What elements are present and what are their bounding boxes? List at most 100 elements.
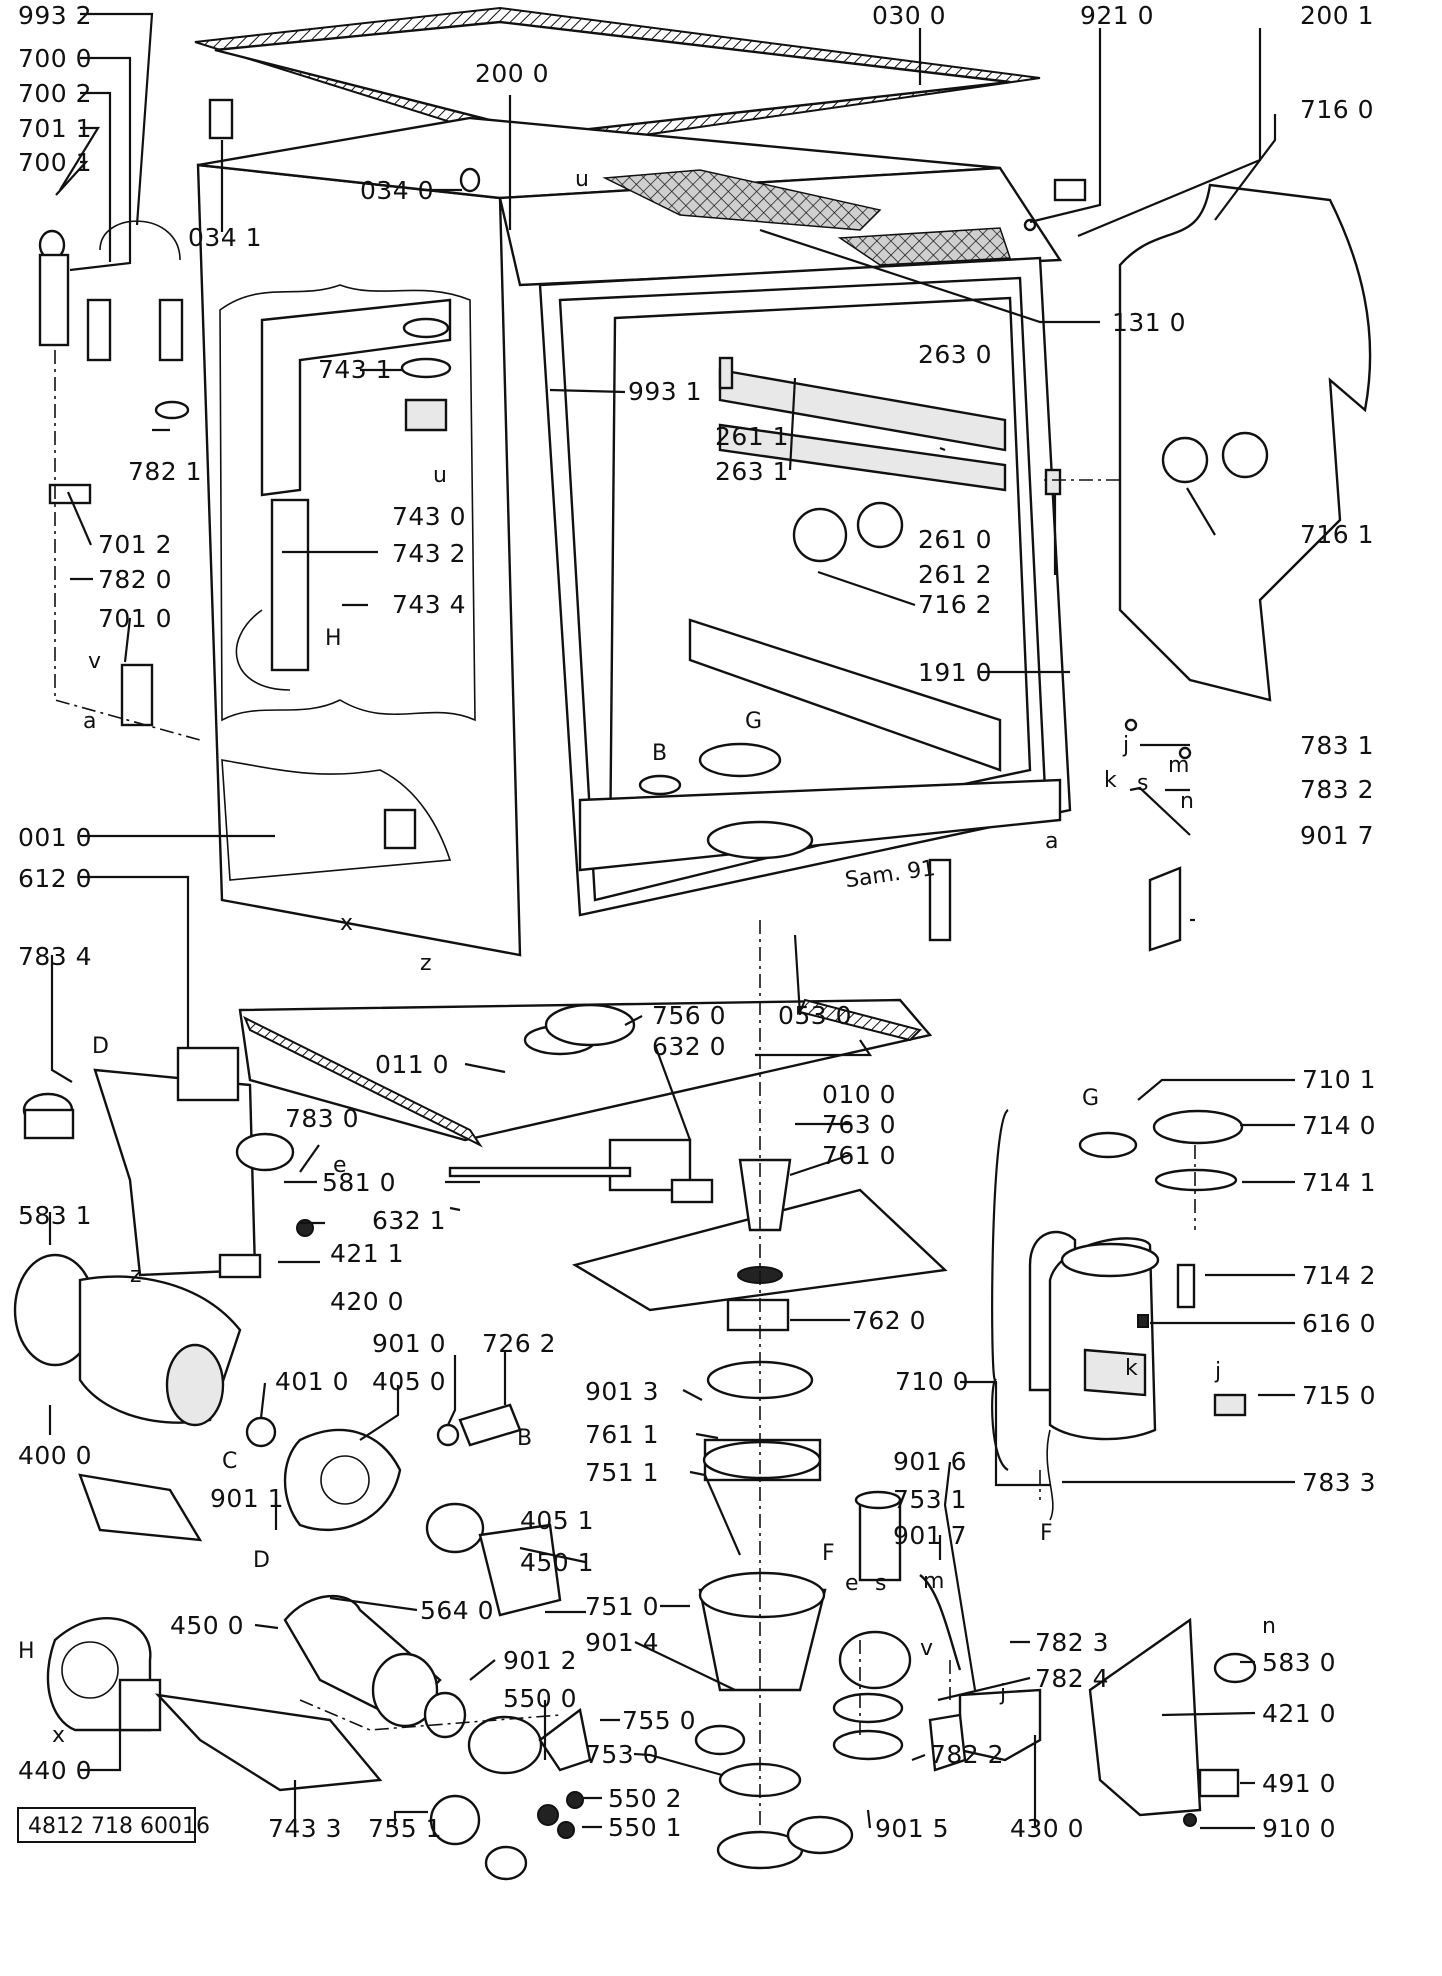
part-label: 901 1 <box>210 1484 284 1513</box>
part-label: 401 0 <box>275 1367 349 1396</box>
ref-letter: G <box>745 709 762 734</box>
part-label: 782 2 <box>930 1740 1004 1769</box>
ref-letter: m <box>923 1569 944 1594</box>
part-label: 993 1 <box>628 377 702 406</box>
air-duct-743 <box>235 298 452 691</box>
part-label: 753 1 <box>893 1485 967 1514</box>
control-bracket-612 <box>22 1046 314 1279</box>
part-label: 743 0 <box>392 502 466 531</box>
part-label: 901 7 <box>893 1521 967 1550</box>
part-label: 762 0 <box>852 1306 926 1335</box>
part-label: 755 0 <box>622 1706 696 1735</box>
reference-letters: u u H v a B G x z j k s m n a D e z G k … <box>18 167 1276 1748</box>
center-lines <box>54 350 1196 1830</box>
salt-container-710 <box>1028 1109 1247 1521</box>
part-label: 700 0 <box>18 44 92 73</box>
pump-motor-400 <box>13 1253 562 1617</box>
part-label: 001 0 <box>18 823 92 852</box>
part-label: 726 2 <box>482 1329 556 1358</box>
part-label: 200 0 <box>475 59 549 88</box>
part-label: 743 3 <box>268 1814 342 1843</box>
part-label: 700 2 <box>18 79 92 108</box>
stamp-text: Sam. 91 <box>843 856 936 893</box>
part-label: 583 1 <box>18 1201 92 1230</box>
part-label: 901 2 <box>503 1646 577 1675</box>
part-label: 261 0 <box>918 525 992 554</box>
ref-letter: B <box>652 741 667 766</box>
ref-letter: x <box>340 911 353 936</box>
part-label: 583 0 <box>1262 1648 1336 1677</box>
part-label: 421 1 <box>330 1239 404 1268</box>
part-label: 783 0 <box>285 1104 359 1133</box>
part-label: 751 1 <box>585 1458 659 1487</box>
part-label: 263 0 <box>918 340 992 369</box>
ref-letter: z <box>130 1263 142 1288</box>
mesh-filters <box>602 169 1012 266</box>
ref-letter: k <box>1104 768 1117 793</box>
ref-letter: j <box>1214 1359 1221 1384</box>
part-label: 420 0 <box>330 1287 404 1316</box>
part-label: 901 3 <box>585 1377 659 1406</box>
part-label: 616 0 <box>1302 1309 1376 1338</box>
ref-letter: n <box>1180 789 1194 814</box>
part-label: 400 0 <box>18 1441 92 1470</box>
part-label: 921 0 <box>1080 1 1154 30</box>
part-label: 263 1 <box>715 457 789 486</box>
part-label: 753 0 <box>585 1740 659 1769</box>
ref-letter: H <box>18 1639 35 1664</box>
part-label: 783 2 <box>1300 775 1374 804</box>
part-label: 993 2 <box>18 1 92 30</box>
part-label: 782 0 <box>98 565 172 594</box>
ref-letter: u <box>433 463 447 488</box>
part-label: 783 4 <box>18 942 92 971</box>
part-label: 714 0 <box>1302 1111 1376 1140</box>
part-label: 131 0 <box>1112 308 1186 337</box>
part-number-labels: 993 2 700 0 700 2 701 1 700 1 034 1 034 … <box>18 1 1376 1843</box>
ref-letter: v <box>88 649 101 674</box>
part-label: 901 0 <box>372 1329 446 1358</box>
part-label: 550 2 <box>608 1784 682 1813</box>
part-label: 011 0 <box>375 1050 449 1079</box>
part-label: 901 5 <box>875 1814 949 1843</box>
ref-letter: a <box>83 709 96 734</box>
part-label: 716 1 <box>1300 520 1374 549</box>
part-label: 421 0 <box>1262 1699 1336 1728</box>
part-label: 901 6 <box>893 1447 967 1476</box>
ref-letter: D <box>253 1548 270 1573</box>
part-label: 782 3 <box>1035 1628 1109 1657</box>
ref-letter: v <box>920 1636 933 1661</box>
part-label: 030 0 <box>872 1 946 30</box>
part-label: 761 1 <box>585 1420 659 1449</box>
valve-and-switch-430 <box>832 1490 1257 1827</box>
part-label: 783 3 <box>1302 1468 1376 1497</box>
ref-letter: m <box>1168 753 1189 778</box>
part-label: 716 0 <box>1300 95 1374 124</box>
ref-letter: s <box>875 1571 886 1596</box>
ref-letter: j <box>1122 733 1129 758</box>
heater-and-hoses-450 <box>283 1594 592 1846</box>
ref-letter: B <box>517 1426 532 1451</box>
part-label: 261 2 <box>918 560 992 589</box>
part-label: 440 0 <box>18 1756 92 1785</box>
fan-unit-440 <box>46 1617 383 1792</box>
part-label: 405 0 <box>372 1367 446 1396</box>
ref-letter: z <box>420 951 432 976</box>
worktop-030 <box>194 6 1041 152</box>
document-number-box: 4812 718 60016 <box>17 1807 210 1843</box>
misc-small-parts <box>38 98 1192 1881</box>
base-frame-010 <box>238 858 952 1148</box>
ref-letter: e <box>333 1153 347 1178</box>
part-label: 783 1 <box>1300 731 1374 760</box>
ref-letter: H <box>325 626 342 651</box>
part-label: 450 0 <box>170 1611 244 1640</box>
part-label: 191 0 <box>918 658 992 687</box>
part-label: 761 0 <box>822 1141 896 1170</box>
ref-letter: e <box>845 1571 859 1596</box>
part-label: 710 0 <box>895 1367 969 1396</box>
ref-letter: a <box>1045 829 1058 854</box>
part-label: 701 0 <box>98 604 172 633</box>
part-label: 743 4 <box>392 590 466 619</box>
part-label: 010 0 <box>822 1080 896 1109</box>
